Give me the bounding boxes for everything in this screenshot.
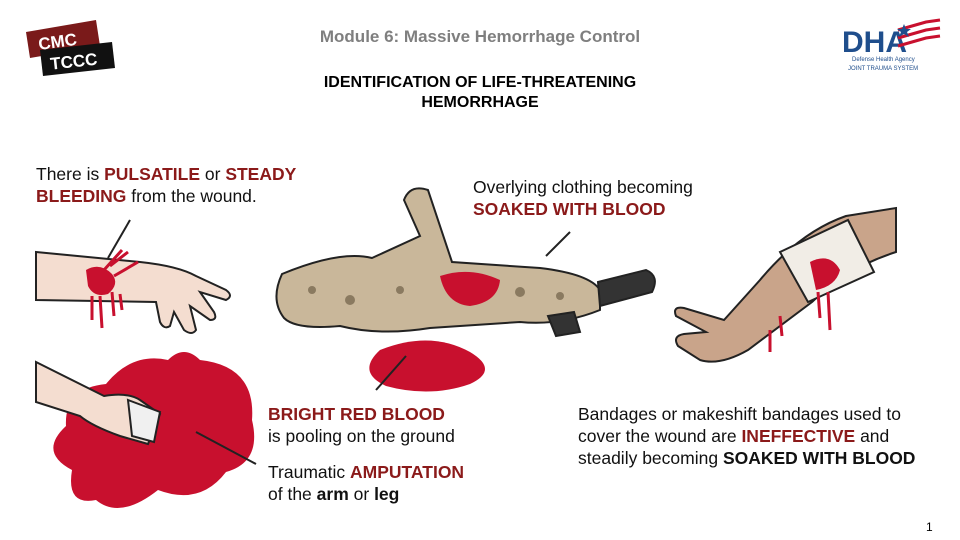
cmc-tccc-logo: CMC TCCC <box>26 20 115 76</box>
slide-title: IDENTIFICATION OF LIFE-THREATENING HEMOR… <box>250 73 710 113</box>
caption-text: Bandages or makeshift bandages used to c… <box>578 404 901 446</box>
caption-text: from the wound. <box>126 186 257 206</box>
caption-pulsatile-bleeding: There is PULSATILE or STEADY BLEEDING fr… <box>36 163 336 207</box>
caption-ineffective-bandage: Bandages or makeshift bandages used to c… <box>578 403 938 469</box>
caption-text: or <box>200 164 226 184</box>
module-title: Module 6: Massive Hemorrhage Control <box>319 27 641 46</box>
caption-text: Overlying clothing becoming <box>473 177 693 197</box>
dha-subtitle-1: Defense Health Agency <box>852 57 915 63</box>
caption-text: or <box>348 484 375 504</box>
caption-highlight: BRIGHT RED BLOOD <box>268 404 445 424</box>
caption-soaked-clothing: Overlying clothing becoming SOAKED WITH … <box>473 176 793 220</box>
amputation-illustration <box>35 352 257 508</box>
soldier-illustration <box>275 187 656 392</box>
caption-highlight: INEFFECTIVE <box>741 426 856 446</box>
tccc-logo-text: TCCC <box>49 50 98 74</box>
caption-bold: SOAKED WITH BLOOD <box>722 448 916 468</box>
caption-highlight: AMPUTATION <box>350 462 465 482</box>
caption-bold: arm <box>316 484 349 504</box>
caption-text: Traumatic <box>268 462 351 482</box>
dha-logo-text: DHA <box>842 26 907 59</box>
caption-text: of the <box>268 484 317 504</box>
caption-bold: leg <box>374 484 400 504</box>
dha-subtitle-2: JOINT TRAUMA SYSTEM <box>848 66 918 72</box>
caption-text: and steadily becoming <box>578 426 890 468</box>
caption-text: is pooling on the ground <box>268 426 455 446</box>
slide-title-line-1: IDENTIFICATION OF LIFE-THREATENING <box>323 74 637 91</box>
caption-pooling-blood: BRIGHT RED BLOOD is pooling on the groun… <box>268 403 528 447</box>
caption-highlight: STEADY BLEEDING <box>36 164 296 206</box>
bleeding-arm-illustration <box>35 219 231 334</box>
slide-title-line-2: HEMORRHAGE <box>421 94 539 111</box>
dha-logo: DHA Defense Health Agency JOINT TRAUMA S… <box>842 18 941 72</box>
caption-highlight: SOAKED WITH BLOOD <box>473 199 666 219</box>
caption-text: There is <box>36 164 105 184</box>
caption-amputation: Traumatic AMPUTATION of the arm or leg <box>268 461 528 505</box>
caption-highlight: PULSATILE <box>104 164 201 184</box>
bandaged-arm-illustration <box>674 206 897 363</box>
page-number: 1 <box>926 520 933 534</box>
